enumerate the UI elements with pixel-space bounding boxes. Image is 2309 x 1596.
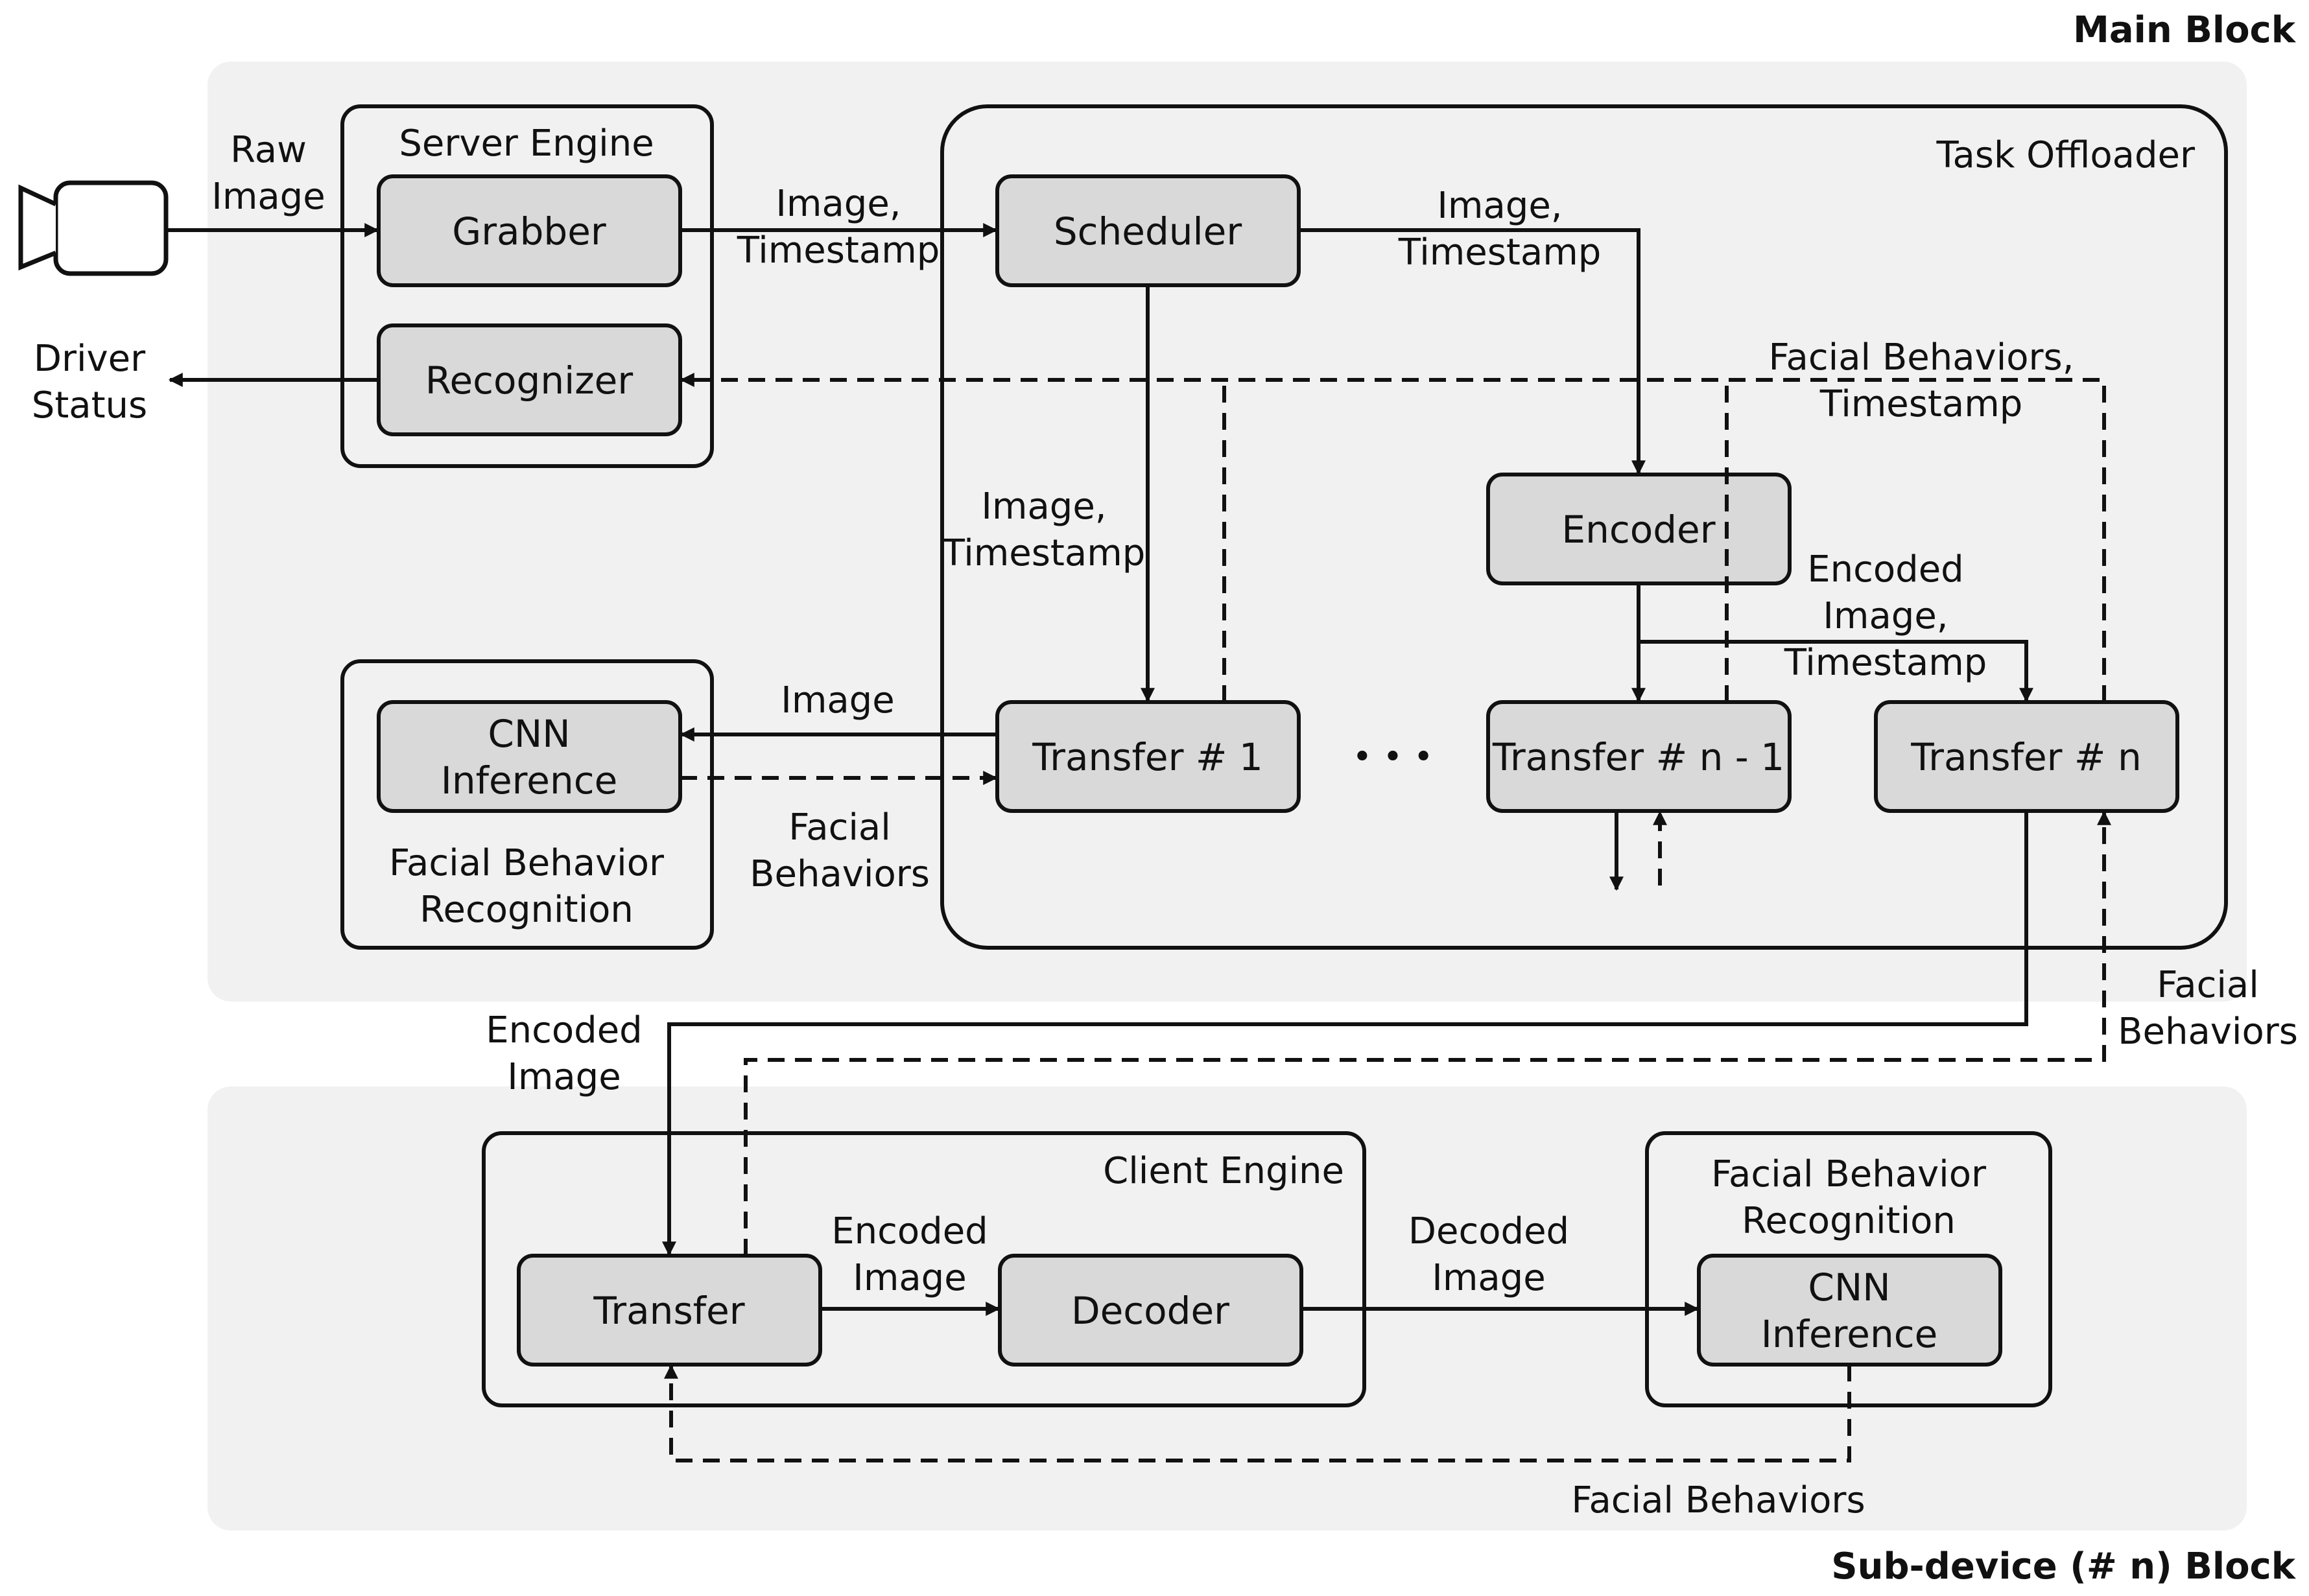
cnn-sub-label-line1: CNN (1808, 1265, 1890, 1309)
encoder-label: Encoder (1561, 508, 1715, 552)
transfer-n-label: Transfer # n (1910, 735, 2141, 779)
arrow-encoder-to-transfer-n (1639, 640, 2033, 703)
recognizer-label: Recognizer (425, 358, 633, 403)
camera-icon (18, 180, 169, 276)
cnn-main-label-line2: Inference (441, 758, 618, 803)
encoder-transfer-label-line3: Timestamp (1784, 642, 1987, 684)
grabber-scheduler-label-line2: Timestamp (737, 229, 940, 272)
encoded-image-down-label-line2: Image (507, 1056, 621, 1098)
server-engine-box (340, 104, 714, 468)
cnn-inference-main-node (377, 700, 682, 813)
encoded-image-down-label-line1: Encoded (486, 1009, 642, 1051)
scheduler-label: Scheduler (1054, 209, 1242, 253)
dashed-sub-transfer-to-transfer-n (744, 810, 2111, 1256)
cnn-main-label-line1: CNN (488, 712, 570, 756)
transfer-decoder-label-line1: Encoded (831, 1210, 988, 1252)
facial-behavior-recognition-main-box (340, 659, 714, 950)
decoded-image-label-line2: Image (1432, 1257, 1545, 1299)
decoder-label: Decoder (1071, 1289, 1229, 1333)
facial-behaviors-main-label-line2: Behaviors (750, 853, 930, 895)
image-label: Image (781, 679, 894, 722)
grabber-scheduler-label-line1: Image, (776, 183, 901, 225)
dashed-cnn-sub-to-transfer (664, 1364, 1851, 1462)
facial-behaviors-timestamp-label-line2: Timestamp (1819, 383, 2023, 425)
client-engine-box (482, 1131, 1366, 1407)
task-offloader-box (940, 104, 2228, 950)
scheduler-encoder-label-line2: Timestamp (1398, 231, 1602, 274)
fbr-main-title-line2: Recognition (420, 889, 633, 931)
fbr-sub-title-line2: Recognition (1742, 1200, 1956, 1242)
driver-status-label-line2: Status (32, 384, 147, 427)
server-engine-title: Server Engine (399, 123, 654, 165)
main-block-label: Main Block (2073, 9, 2297, 51)
decoded-image-label-line1: Decoded (1408, 1210, 1569, 1252)
encoder-transfer-label-line1: Encoded (1807, 548, 1963, 591)
arrow-transfer-n-to-sub-transfer (662, 811, 2028, 1256)
facial-behaviors-up-label-line1: Facial (2157, 964, 2259, 1006)
task-offloader-title: Task Offloader (1936, 134, 2196, 176)
transfer-ellipsis: • • • (1352, 738, 1433, 777)
scheduler-encoder-label-line1: Image, (1437, 185, 1562, 227)
grabber-label: Grabber (452, 209, 606, 253)
facial-behaviors-timestamp-label-line1: Facial Behaviors, (1768, 336, 2074, 379)
sub-block-label: Sub-device (# n) Block (1831, 1545, 2296, 1588)
encoder-transfer-label-line2: Image, (1823, 595, 1948, 637)
driver-status-label-line1: Driver (34, 338, 146, 380)
transfer-decoder-label-line2: Image (853, 1257, 966, 1299)
fbr-sub-title-line1: Facial Behavior (1711, 1153, 1987, 1195)
scheduler-transfer1-label-line1: Image, (981, 486, 1106, 528)
transfer-n-1-label: Transfer # n - 1 (1492, 735, 1784, 779)
client-engine-title: Client Engine (1103, 1150, 1344, 1192)
facial-behaviors-up-label-line2: Behaviors (2118, 1011, 2298, 1053)
arrow-scheduler-to-encoder (1299, 228, 1646, 475)
facial-behaviors-main-label-line1: Facial (788, 806, 891, 849)
facial-behaviors-bottom-label: Facial Behaviors (1571, 1479, 1865, 1521)
transfer-sub-label: Transfer (593, 1289, 744, 1333)
cnn-sub-label-line2: Inference (1761, 1312, 1938, 1356)
raw-image-label-line2: Image (211, 176, 325, 218)
fbr-main-title-line1: Facial Behavior (389, 842, 665, 884)
scheduler-transfer1-label-line2: Timestamp (942, 532, 1146, 574)
transfer-1-label: Transfer # 1 (1032, 735, 1263, 779)
raw-image-label-line1: Raw (230, 129, 307, 171)
